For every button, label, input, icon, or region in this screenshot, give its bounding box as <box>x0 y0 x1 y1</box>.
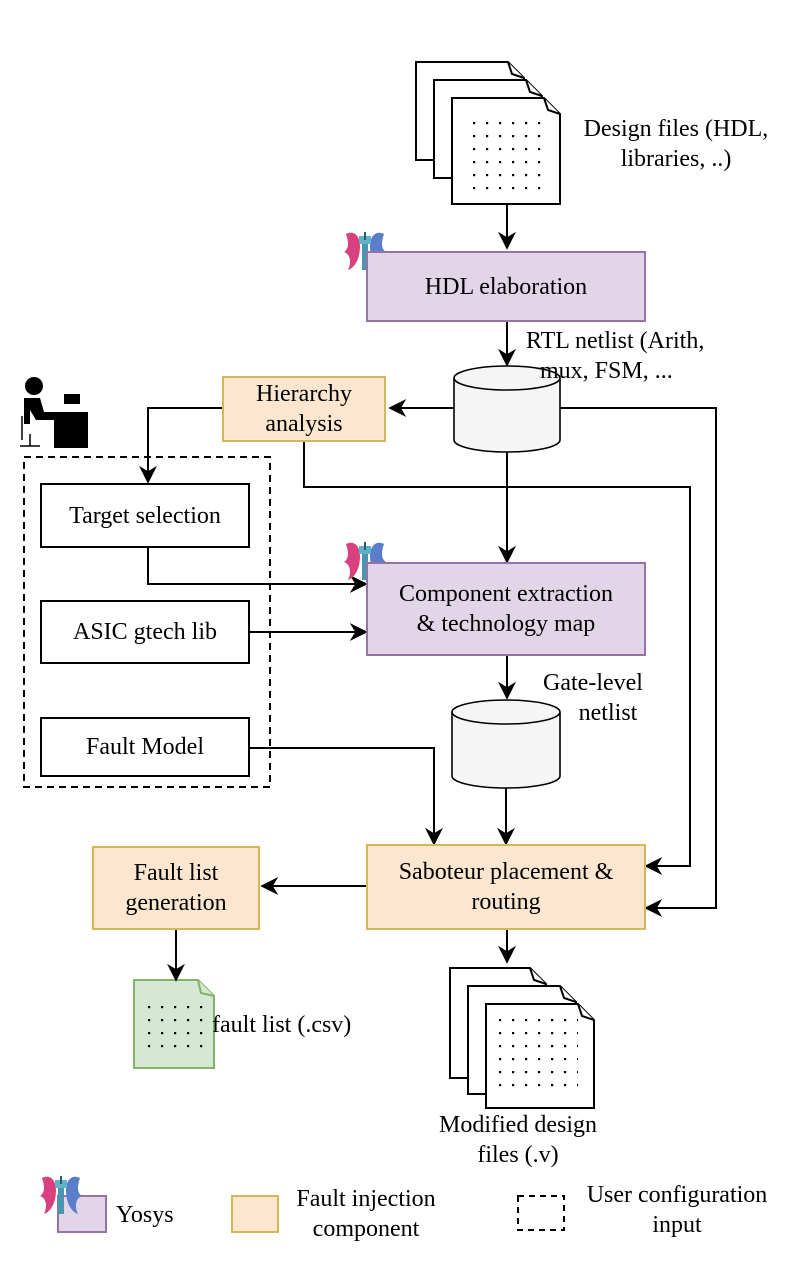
fault-model-node: Fault Model <box>40 717 250 777</box>
asic-gtech-lib-node: ASIC gtech lib <box>40 600 250 664</box>
saboteur-placement-line2: routing <box>471 889 541 915</box>
design-files-line2: libraries, ..) <box>620 146 732 172</box>
legend-yosys-label: Yosys <box>116 1200 206 1230</box>
gate-netlist-database-icon <box>451 699 561 789</box>
legend-user-label: User configuration input <box>562 1180 792 1240</box>
legend-user-swatch <box>517 1195 565 1231</box>
hdl-elaboration-node: HDL elaboration <box>366 251 646 322</box>
legend-yosys-swatch <box>57 1195 107 1233</box>
modified-files-label: Modified design files (.v) <box>408 1110 628 1170</box>
hdl-elaboration-label: HDL elaboration <box>424 273 588 300</box>
target-selection-label: Target selection <box>69 502 221 529</box>
fault-list-generation-line1: Fault list <box>133 860 219 886</box>
legend-user-line2: input <box>652 1212 702 1238</box>
hierarchy-analysis-node: Hierarchy analysis <box>222 376 386 442</box>
component-extraction-line2: & technology map <box>416 611 596 637</box>
gate-netlist-line2: netlist <box>578 700 638 726</box>
gate-netlist-line1: Gate-level <box>543 670 643 696</box>
hierarchy-analysis-line1: Hierarchy <box>256 381 352 407</box>
modified-files-line2: files (.v) <box>477 1142 559 1168</box>
saboteur-placement-line1: Saboteur placement & <box>398 859 614 885</box>
legend-fault-line2: component <box>312 1216 420 1242</box>
design-files-icon <box>415 61 561 205</box>
target-selection-node: Target selection <box>40 483 250 548</box>
fault-list-file-text: fault list (.csv) <box>212 1012 352 1038</box>
hierarchy-analysis-line2: analysis <box>265 411 343 437</box>
design-files-label: Design files (HDL, libraries, ..) <box>566 114 786 174</box>
fault-list-file-label: fault list (.csv) <box>212 1010 392 1040</box>
rtl-netlist-line2: mux, FSM, ... <box>540 358 673 384</box>
fault-list-generation-node: Fault list generation <box>92 846 260 930</box>
fault-list-file-icon <box>133 979 215 1069</box>
yosys-logo-icon <box>40 1176 82 1214</box>
edges <box>139 204 717 982</box>
legend-user-line1: User configuration <box>586 1182 768 1208</box>
fault-list-generation-line2: generation <box>125 890 227 916</box>
component-extraction-line1: Component extraction <box>399 581 613 607</box>
asic-gtech-lib-label: ASIC gtech lib <box>73 619 217 645</box>
legend-fault-line1: Fault injection <box>296 1186 436 1212</box>
gate-netlist-label: Gate-level netlist <box>528 668 658 728</box>
component-extraction-node: Component extraction & technology map <box>366 562 646 656</box>
legend-fault-swatch <box>231 1195 279 1233</box>
modified-files-icon <box>449 967 595 1109</box>
design-files-line1: Design files (HDL, <box>583 116 769 142</box>
person-at-desk-icon <box>20 377 88 448</box>
rtl-netlist-label: RTL netlist (Arith, mux, FSM, ... <box>526 326 746 386</box>
rtl-netlist-line1: RTL netlist (Arith, <box>526 328 705 354</box>
modified-files-line1: Modified design <box>439 1112 597 1138</box>
saboteur-placement-node: Saboteur placement & routing <box>366 844 646 930</box>
legend-yosys-text: Yosys <box>116 1202 174 1228</box>
legend-fault-label: Fault injection component <box>276 1184 456 1244</box>
fault-model-label: Fault Model <box>86 734 204 760</box>
